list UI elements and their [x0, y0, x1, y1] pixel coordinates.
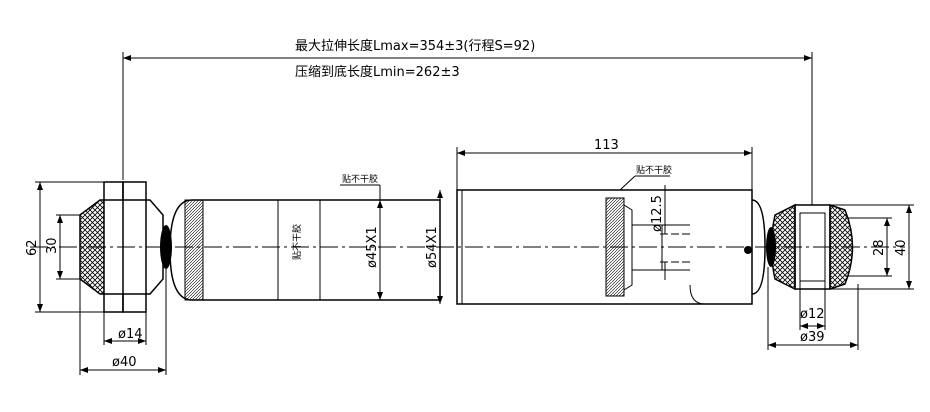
dim-40-left-label: ø40	[112, 355, 137, 370]
right-height-dimensions	[830, 204, 914, 290]
main-cylinder	[456, 189, 766, 305]
note-label-3: 贴不干胶	[636, 164, 672, 176]
min-length-label: 压缩到底长度Lmin=262±3	[295, 64, 460, 80]
dim-28-label: 28	[872, 239, 887, 256]
dim-54x1-label: ø54X1	[425, 226, 440, 268]
dim-113	[456, 147, 753, 190]
dim-14-label: ø14	[118, 327, 143, 342]
max-length-label: 最大拉伸长度Lmax=354±3(行程S=92)	[295, 38, 535, 54]
overall-length-dimension	[122, 52, 813, 205]
left-height-dimensions	[35, 181, 105, 313]
dim-30-label: 30	[45, 237, 60, 254]
note-leader-1	[340, 184, 381, 210]
dust-cover-tube	[169, 199, 441, 301]
right-bottom-dimensions	[767, 267, 859, 350]
dim-12-5-label: ø12.5	[650, 195, 665, 232]
note-label-1: 贴不干胶	[291, 224, 303, 260]
note-leader-2	[619, 175, 670, 191]
left-bottom-dimensions	[79, 269, 167, 375]
dim-40-right-label: 40	[894, 239, 909, 256]
dim-113-label: 113	[594, 138, 619, 153]
note-label-2: 贴不干胶	[342, 173, 378, 185]
dim-62-label: 62	[25, 239, 40, 256]
dim-12-label: ø12	[800, 307, 825, 322]
right-eye-bushing	[766, 203, 854, 291]
dim-45x1-label: ø45X1	[365, 226, 380, 268]
dim-39-label: ø39	[800, 330, 825, 345]
left-eye-bushing	[79, 181, 172, 313]
